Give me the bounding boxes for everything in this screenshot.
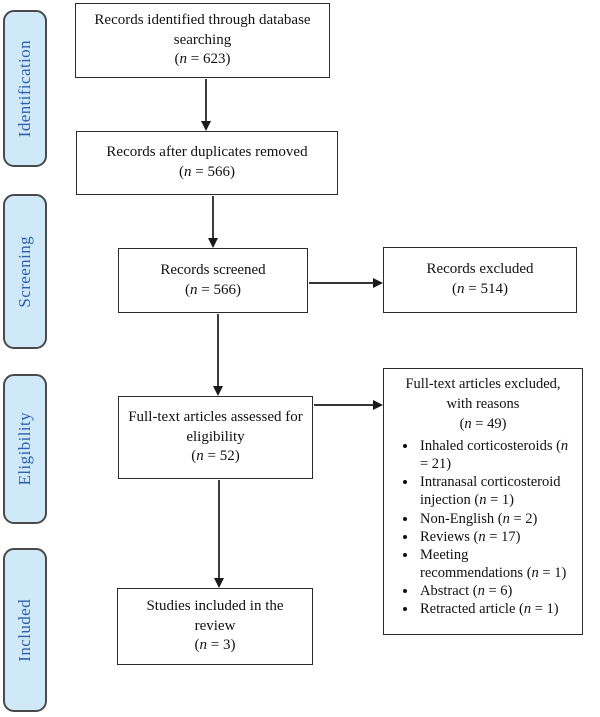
fulltext-excluded-title: Full-text articles excluded, with reason… xyxy=(405,376,561,412)
box-duplicates-removed-text: Records after duplicates removed xyxy=(106,144,308,161)
reason-item: Non-English (n = 2) xyxy=(418,510,570,528)
box-records-identified-count: (n = 623) xyxy=(174,51,231,68)
box-records-excluded-text: Records excluded xyxy=(426,261,534,278)
reason-item: Abstract (n = 6) xyxy=(418,582,570,600)
stage-eligibility-label: Eligibility xyxy=(15,412,34,486)
stage-included-label: Included xyxy=(15,598,34,662)
arrow-right-screened-to-excluded-icon xyxy=(309,278,383,288)
box-fulltext-assessed-count: (n = 52) xyxy=(191,448,240,465)
box-fulltext-assessed-text: Full-text articles assessed for eligibil… xyxy=(128,408,303,445)
box-records-screened: Records screened (n = 566) xyxy=(118,248,308,313)
box-duplicates-removed: Records after duplicates removed (n = 56… xyxy=(76,131,338,195)
stage-included: Included xyxy=(3,548,47,712)
arrow-down-screened-to-fulltext-icon xyxy=(213,314,223,396)
stage-identification: Identification xyxy=(3,10,47,167)
box-records-screened-text: Records screened xyxy=(160,261,266,278)
arrow-down-fulltext-to-included-icon xyxy=(214,480,224,588)
stage-eligibility: Eligibility xyxy=(3,374,47,524)
box-records-excluded: Records excluded (n = 514) xyxy=(383,247,577,313)
box-duplicates-removed-count: (n = 566) xyxy=(179,164,235,180)
box-studies-included-text: Studies included in the review xyxy=(146,597,284,634)
reason-item: Retracted article (n = 1) xyxy=(418,600,570,618)
box-studies-included: Studies included in the review (n = 3) xyxy=(117,588,313,665)
stage-screening-label: Screening xyxy=(15,235,34,308)
box-records-identified: Records identified through database sear… xyxy=(75,3,330,78)
box-fulltext-assessed: Full-text articles assessed for eligibil… xyxy=(118,396,313,479)
reason-item: Reviews (n = 17) xyxy=(418,528,570,546)
box-records-excluded-count: (n = 514) xyxy=(452,281,508,297)
fulltext-excluded-reason-list: Inhaled corticosteroids (n = 21) Intrana… xyxy=(384,437,582,618)
stage-screening: Screening xyxy=(3,194,47,349)
reason-item: Inhaled corticosteroids (n = 21) xyxy=(418,437,570,473)
arrow-down-identified-to-duplicates-icon xyxy=(201,79,211,131)
box-records-screened-count: (n = 566) xyxy=(185,281,241,298)
box-studies-included-count: (n = 3) xyxy=(194,637,236,654)
stage-identification-label: Identification xyxy=(15,39,34,138)
arrow-down-duplicates-to-screened-icon xyxy=(208,196,218,248)
reason-item: Intranasal corticosteroid injection (n =… xyxy=(418,473,570,509)
arrow-right-fulltext-to-reasons-icon xyxy=(314,400,383,410)
reason-item: Meeting recommendations (n = 1) xyxy=(418,546,570,582)
fulltext-excluded-count: (n = 49) xyxy=(459,416,507,432)
box-records-identified-text: Records identified through database sear… xyxy=(94,11,311,48)
box-fulltext-excluded-reasons: Full-text articles excluded, with reason… xyxy=(383,368,583,635)
